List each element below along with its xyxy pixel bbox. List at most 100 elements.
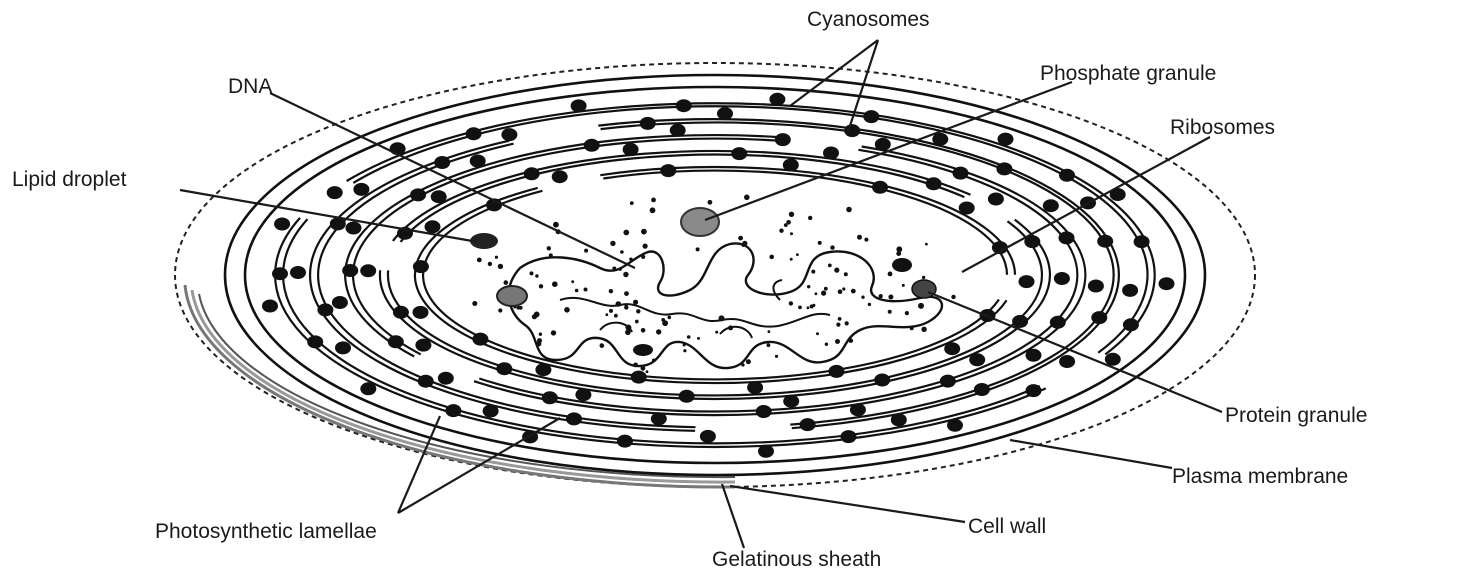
cyanosome-dot xyxy=(640,117,656,130)
ribosome-dot xyxy=(767,343,771,347)
ribosome-dot xyxy=(651,198,656,203)
cyanosome-dot xyxy=(535,363,551,376)
cyanosome-dot xyxy=(1134,235,1150,248)
phosphate-granule xyxy=(681,208,719,236)
label-dna: DNA xyxy=(228,75,272,98)
cyanosome-dot xyxy=(1026,384,1042,397)
cyanosome-dot xyxy=(575,388,591,401)
cyanosome-dot xyxy=(472,333,488,346)
ribosome-dot xyxy=(495,256,498,259)
plasma-membrane-ring xyxy=(245,87,1185,463)
ribosome-dot xyxy=(789,212,794,217)
ribosome-dot xyxy=(798,306,802,310)
ribosome-dot xyxy=(687,335,691,339)
cyanosome-dot xyxy=(996,162,1012,175)
cyanosome-dot xyxy=(1026,349,1042,362)
ribosome-dot xyxy=(922,276,925,279)
ribosome-dot xyxy=(575,289,579,293)
cyanosome-dot xyxy=(829,365,845,378)
ribosome-dot xyxy=(905,311,909,315)
cyanosome-dot xyxy=(670,124,686,137)
cyanosome-dot xyxy=(353,183,369,196)
cyanosome-dot xyxy=(431,190,447,203)
cyanosome-dot xyxy=(850,403,866,416)
cyanosome-dot xyxy=(262,300,278,313)
ribosome-dot xyxy=(738,236,743,241)
photosynthetic-lamellae-group xyxy=(275,103,1155,447)
cyanosome-dot xyxy=(501,128,517,141)
dense-body-2 xyxy=(633,344,653,356)
cyanosome-dot xyxy=(617,435,633,448)
cyanosome-dot xyxy=(758,445,774,458)
cyanosome-dot xyxy=(434,156,450,169)
ribosome-dot xyxy=(868,303,871,306)
ribosome-dot xyxy=(744,195,750,201)
ribosome-dot xyxy=(564,307,570,313)
cyanosome-dot xyxy=(388,335,404,348)
label-protein-granule: Protein granule xyxy=(1225,404,1367,427)
cyanosome-dot xyxy=(274,218,290,231)
ribosome-dot xyxy=(879,294,883,298)
cyanosome-dot xyxy=(998,133,1014,146)
ribosome-dot xyxy=(530,271,534,275)
ribosome-dot xyxy=(683,349,686,352)
sheath-shading xyxy=(185,285,735,487)
cyanosome-dot xyxy=(783,395,799,408)
ribosome-dot xyxy=(807,306,810,309)
leader-lamellae-b xyxy=(398,418,560,513)
ribosome-dot xyxy=(828,264,832,268)
cyanosome-dot xyxy=(483,405,499,418)
cyanosome-dot xyxy=(425,220,441,233)
ribosome-dot xyxy=(851,289,856,294)
cyanosome-dot xyxy=(783,159,799,172)
ribosome-dot xyxy=(746,359,751,364)
ribosome-dot xyxy=(623,230,629,236)
ribosome-dot xyxy=(498,264,503,269)
ribosome-dot xyxy=(864,238,868,242)
cyanosome-dot xyxy=(872,181,888,194)
cyanosome-dot xyxy=(926,177,942,190)
cyanosome-dot xyxy=(676,99,692,112)
label-cell-wall: Cell wall xyxy=(968,515,1046,538)
ribosome-dot xyxy=(630,201,634,205)
cyanosome-dot xyxy=(566,412,582,425)
cyanosome-dot xyxy=(360,382,376,395)
ribosome-dot xyxy=(472,301,477,306)
ribosome-dot xyxy=(697,337,700,340)
label-plasma-membrane: Plasma membrane xyxy=(1172,465,1348,488)
cyanosome-dot xyxy=(969,353,985,366)
ribosome-dot xyxy=(553,222,559,228)
label-ribosomes: Ribosomes xyxy=(1170,116,1275,139)
ribosome-dot xyxy=(815,292,818,295)
cyanosome-dot xyxy=(823,147,839,160)
cyanosome-dot xyxy=(1050,316,1066,329)
ribosome-dot xyxy=(888,310,892,314)
ribosome-dot xyxy=(571,280,574,283)
cyanosome-dot xyxy=(769,93,785,106)
ribosome-dot xyxy=(539,284,543,288)
ribosome-dot xyxy=(623,272,628,277)
cyanosome-dot xyxy=(1105,353,1121,366)
cyanosome-dot xyxy=(651,412,667,425)
cyanosome-dot xyxy=(947,419,963,432)
ribosome-dot xyxy=(790,258,793,261)
ribosome-dot xyxy=(888,295,893,300)
ribosome-dot xyxy=(584,288,588,292)
ribosome-dot xyxy=(539,333,542,336)
cyanosome-dot xyxy=(775,133,791,146)
ribosome-dot xyxy=(789,301,793,305)
ribosome-dot xyxy=(477,258,482,263)
cyanosome-dot xyxy=(524,167,540,180)
cyanosome-dot xyxy=(445,404,461,417)
cyanosome-dot xyxy=(496,362,512,375)
ribosome-dot xyxy=(650,207,656,213)
ribosome-dot xyxy=(605,313,608,316)
ribosome-dot xyxy=(921,327,926,332)
ribosome-dot xyxy=(857,235,862,240)
cyanosome-dot xyxy=(418,375,434,388)
cyanosome-dot xyxy=(1012,315,1028,328)
cyanosome-dot xyxy=(631,371,647,384)
ribosome-dot xyxy=(535,274,538,277)
cyanosome-dot xyxy=(410,188,426,201)
